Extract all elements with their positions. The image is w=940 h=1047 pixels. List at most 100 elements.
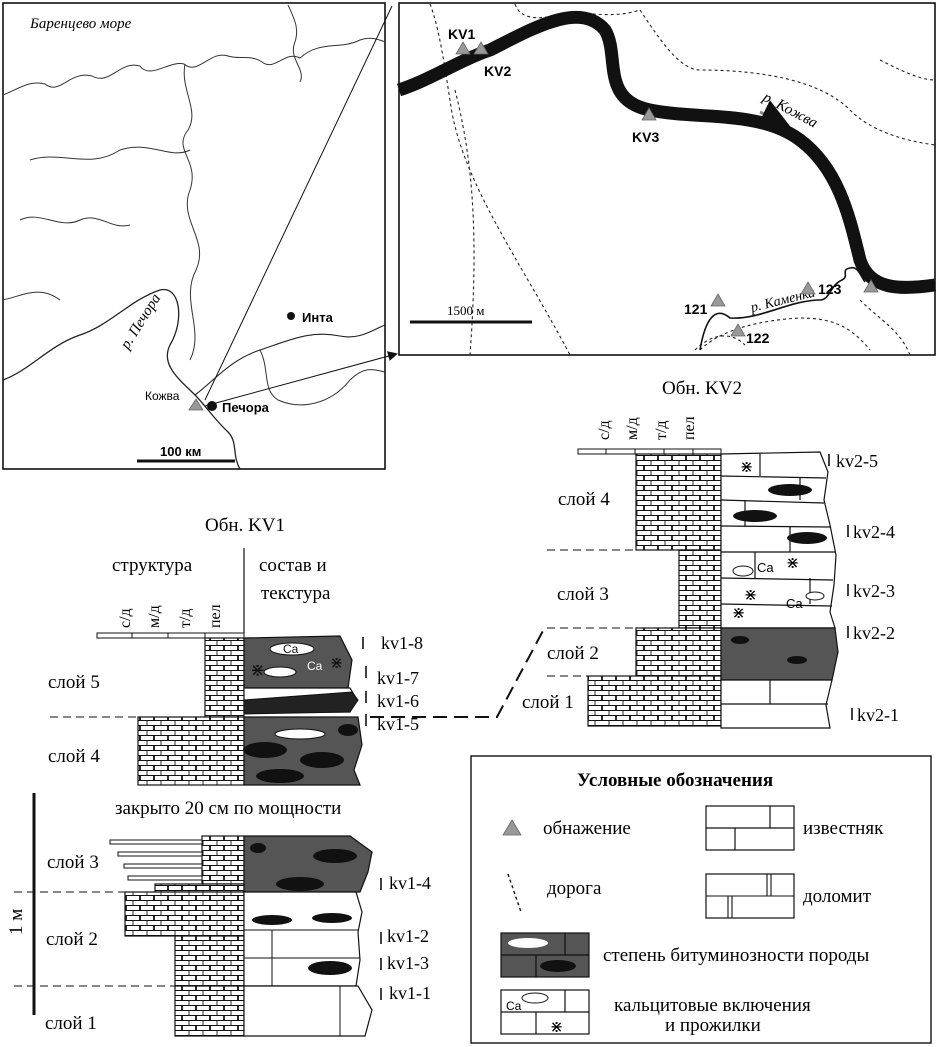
kv2-structure-label-td: т/д <box>653 420 670 440</box>
legend: Условные обозначения обнажение известняк… <box>470 755 932 1044</box>
kv2-scale-ruler <box>577 448 722 455</box>
legend-bituminous-label: степень битуминозности породы <box>603 945 869 966</box>
kv1-lower-structure <box>109 835 245 1037</box>
kv1-structure-label-td: т/д <box>177 608 194 628</box>
flow-arrow <box>756 100 791 128</box>
site-121-marker <box>710 293 726 307</box>
site-kv2-marker <box>473 41 489 55</box>
kv1-sample-7: kv1-7 <box>377 668 419 688</box>
kv2-structure-label-md: м/д <box>624 417 641 440</box>
kv2-layer3-structure <box>678 549 722 629</box>
connector-line-top <box>204 5 393 401</box>
kv2-bitumen-lens <box>787 532 827 544</box>
kv1-title: Обн. KV1 <box>205 515 285 536</box>
legend-outcrop-icon <box>502 819 522 836</box>
kv1-gap-note: закрыто 20 см по мощности <box>115 798 341 819</box>
kv1-layer1-composition <box>243 985 373 1037</box>
legend-outcrop-label: обнажение <box>543 818 631 839</box>
kv1-layer-2: слой 2 <box>46 929 98 950</box>
kv2-layer1-structure <box>587 675 722 727</box>
site-123-marker <box>800 281 816 295</box>
kv2-sample-3: kv2-3 <box>853 581 895 601</box>
legend-limestone-icon <box>705 805 795 851</box>
kv1-sample-5: kv1-5 <box>377 714 419 734</box>
detail-map-frame <box>398 2 936 356</box>
kv1-layer5-structure <box>204 637 245 718</box>
kv1-scale-ruler <box>96 632 245 639</box>
kv1-ca-label: Ca <box>283 642 299 656</box>
kv2-calcite-veinlets: ⋇⋇⋇⋇ <box>732 459 799 622</box>
kv2-sample-5: kv2-5 <box>836 451 878 471</box>
kv2-layer-1: слой 1 <box>522 692 574 713</box>
kozhva-site-marker <box>188 398 204 411</box>
site-122-marker <box>730 323 746 337</box>
kv1-sample-8: kv1-8 <box>381 633 423 653</box>
kv2-ca-label: Ca <box>786 596 803 611</box>
kv2-structure-label-pel: пел <box>681 416 698 440</box>
sea-label: Баренцево море <box>29 16 132 32</box>
city-inta-label: Инта <box>302 310 334 325</box>
svg-text:⋇: ⋇ <box>732 605 745 622</box>
kozhva-label: Кожва <box>145 389 180 403</box>
kv1-composition-header-1: состав и <box>259 555 327 576</box>
legend-title: Условные обозначения <box>577 770 773 791</box>
kv1-sample-3: kv1-3 <box>387 953 429 973</box>
kv2-layer-2: слой 2 <box>547 643 599 664</box>
kv1-layer4-bituminous <box>243 716 363 786</box>
section-kv2: Обн. KV2 с/д м/д т/д пел <box>522 378 899 729</box>
legend-dolomite-icon <box>705 873 795 919</box>
city-pechora-dot <box>207 401 217 411</box>
kv1-sample-1: kv1-1 <box>389 983 431 1003</box>
legend-bituminous-icon <box>500 932 590 978</box>
kv2-layer-4: слой 4 <box>558 489 610 510</box>
city-pechora-label: Печора <box>222 400 270 415</box>
site-kv2-label: KV2 <box>484 63 511 79</box>
kv1-vertical-scale-label: 1 м <box>6 909 27 935</box>
kv1-layer-5: слой 5 <box>48 672 100 693</box>
kv2-bitumen-lens <box>768 484 812 496</box>
kv2-layer4-structure <box>635 453 722 551</box>
kv2-bituminous-layer <box>720 627 839 681</box>
site-122-label: 122 <box>746 330 770 346</box>
kv1-layer-4: слой 4 <box>48 746 100 767</box>
kv1-structure-label-sd: с/д <box>117 608 134 628</box>
site-kv1-marker <box>455 41 471 55</box>
site-123-label: 123 <box>818 281 842 297</box>
legend-road-icon <box>507 873 522 913</box>
kv2-layer-3: слой 3 <box>557 584 609 605</box>
kv1-sample-4: kv1-4 <box>389 873 431 893</box>
kv1-structure-label-pel: пел <box>207 604 224 628</box>
kv2-sample-2: kv2-2 <box>853 623 895 643</box>
correlation-line <box>370 626 546 718</box>
site-kv3-marker <box>641 107 657 121</box>
kv1-layer-1: слой 1 <box>45 1013 97 1034</box>
legend-calcite-label-2: и прожилки <box>665 1015 761 1036</box>
kv2-structure-label-sd: с/д <box>596 420 613 440</box>
site-121-label: 121 <box>684 301 708 317</box>
connector-line-bottom <box>204 351 398 407</box>
svg-text:Ca: Ca <box>506 999 522 1013</box>
legend-dolomite-label: доломит <box>803 886 872 907</box>
kv2-bitumen-lens <box>733 510 777 522</box>
detail-map: р. Кожва р. Каменка KV1 KV2 KV3 121 122 … <box>396 2 936 356</box>
section-kv1: Обн. KV1 структура состав и текстура с/д… <box>6 515 431 1037</box>
kv2-calcite-inclusion <box>732 565 754 577</box>
site-extra-marker <box>863 279 879 293</box>
svg-text:⋇: ⋇ <box>786 555 799 572</box>
svg-text:⋇: ⋇ <box>550 1019 563 1036</box>
kv2-bitumen-lens <box>787 656 807 664</box>
kv1-sample-2: kv1-2 <box>387 926 429 946</box>
kv1-sample-6: kv1-6 <box>377 691 419 711</box>
kv1-structure-label-md: м/д <box>146 605 163 628</box>
legend-calcite-label-1: кальцитовые включения <box>614 995 811 1016</box>
city-inta-dot <box>287 312 295 320</box>
kv1-calcite-veinlet: ⋇ <box>330 655 343 672</box>
detail-scale-label: 1500 м <box>447 303 484 318</box>
site-kv3-label: KV3 <box>632 129 659 145</box>
kv1-layer6-dark <box>243 691 359 715</box>
overview-map-frame <box>2 2 386 470</box>
kv1-layer4-structure <box>137 716 245 786</box>
kv2-layer2-structure <box>635 627 722 677</box>
site-kv1-label: KV1 <box>448 26 475 42</box>
